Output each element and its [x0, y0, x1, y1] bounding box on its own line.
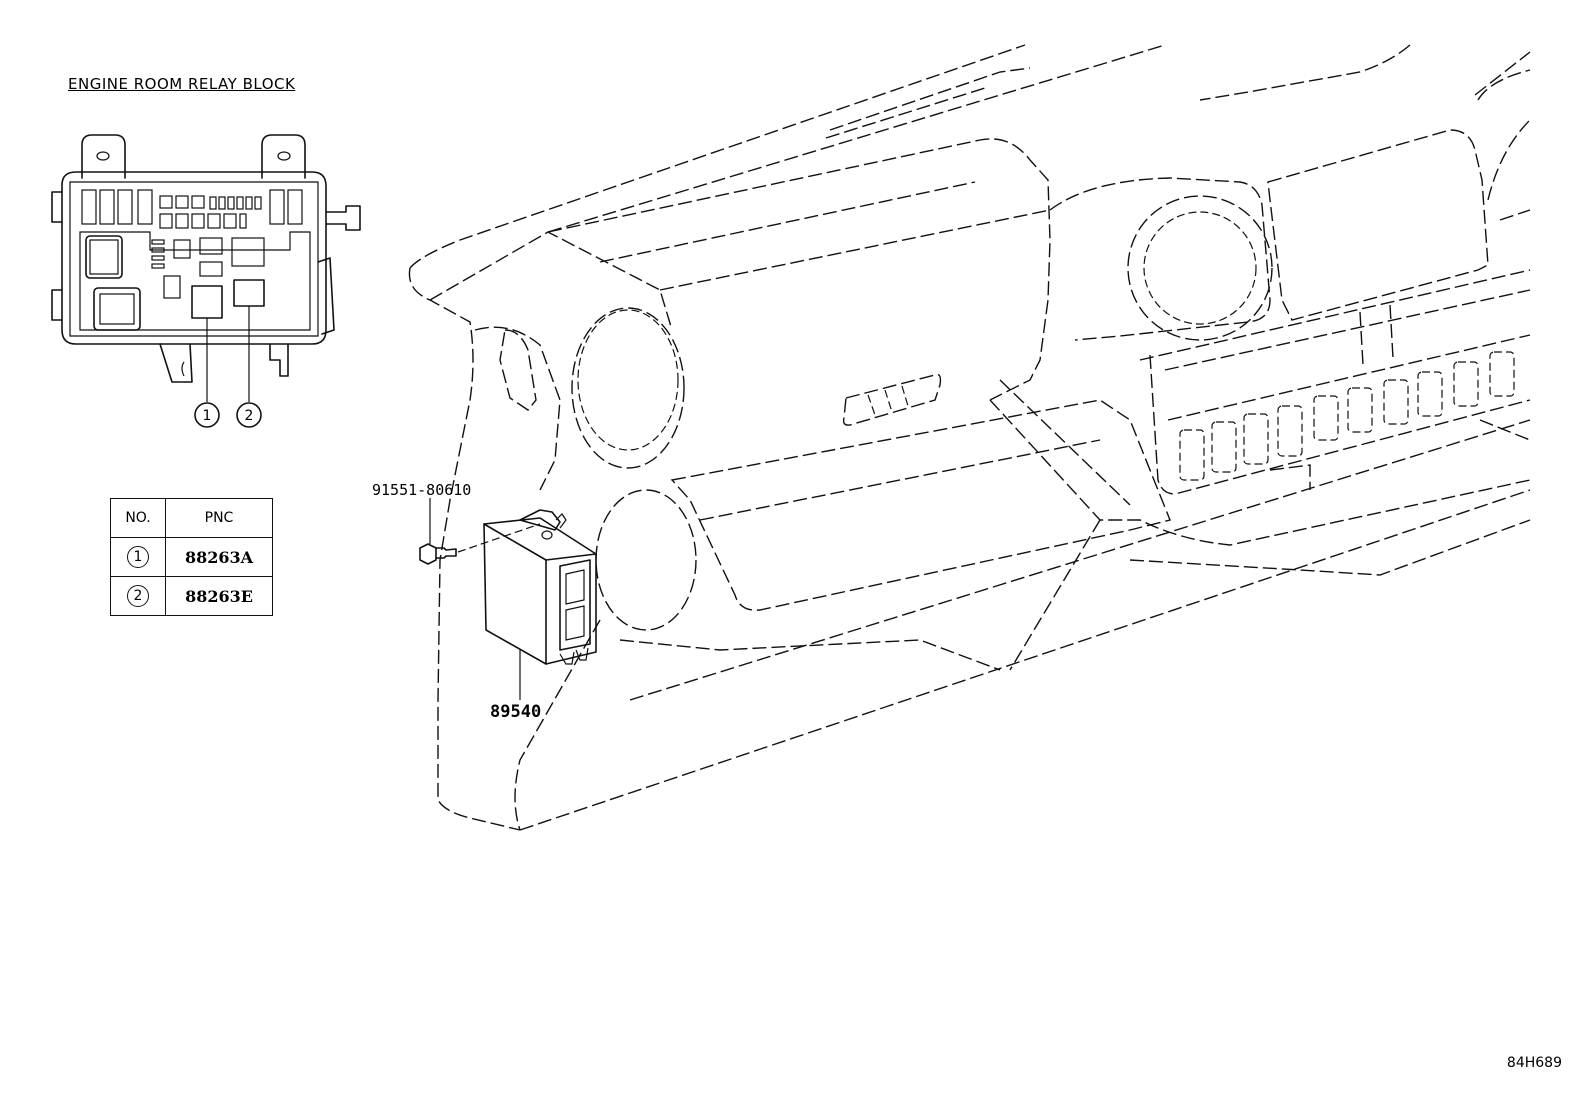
relay-1 — [191, 285, 223, 319]
callout-1-number: 1 — [203, 408, 212, 424]
relay-block-drawing: 1 2 — [51, 134, 361, 428]
table-row: 2 88263E — [110, 576, 273, 616]
col-header-pnc: PNC — [165, 498, 273, 538]
pnc-table: NO. PNC 1 88263A 2 88263E — [110, 498, 273, 616]
module-89540-drawing — [483, 509, 597, 700]
module-part-number: 89540 — [490, 702, 542, 722]
row-no-cell: 2 — [110, 576, 166, 616]
dashboard-outline — [408, 44, 1531, 831]
row-pnc-cell: 88263A — [165, 537, 273, 577]
row-pnc-cell: 88263E — [165, 576, 273, 616]
figure-id: 84H689 — [1506, 1055, 1562, 1071]
callout-2-number: 2 — [245, 408, 254, 424]
table-header-row: NO. PNC — [110, 498, 273, 538]
bolt-part-number: 91551-80610 — [372, 481, 472, 499]
row-no-cell: 1 — [110, 537, 166, 577]
row-no-circle: 2 — [127, 585, 149, 607]
relay-2 — [233, 279, 265, 307]
row-no-circle: 1 — [127, 546, 149, 568]
relay-block-title: ENGINE ROOM RELAY BLOCK — [68, 75, 296, 93]
col-header-no: NO. — [110, 498, 166, 538]
table-row: 1 88263A — [110, 537, 273, 577]
bolt-drawing — [419, 498, 541, 565]
